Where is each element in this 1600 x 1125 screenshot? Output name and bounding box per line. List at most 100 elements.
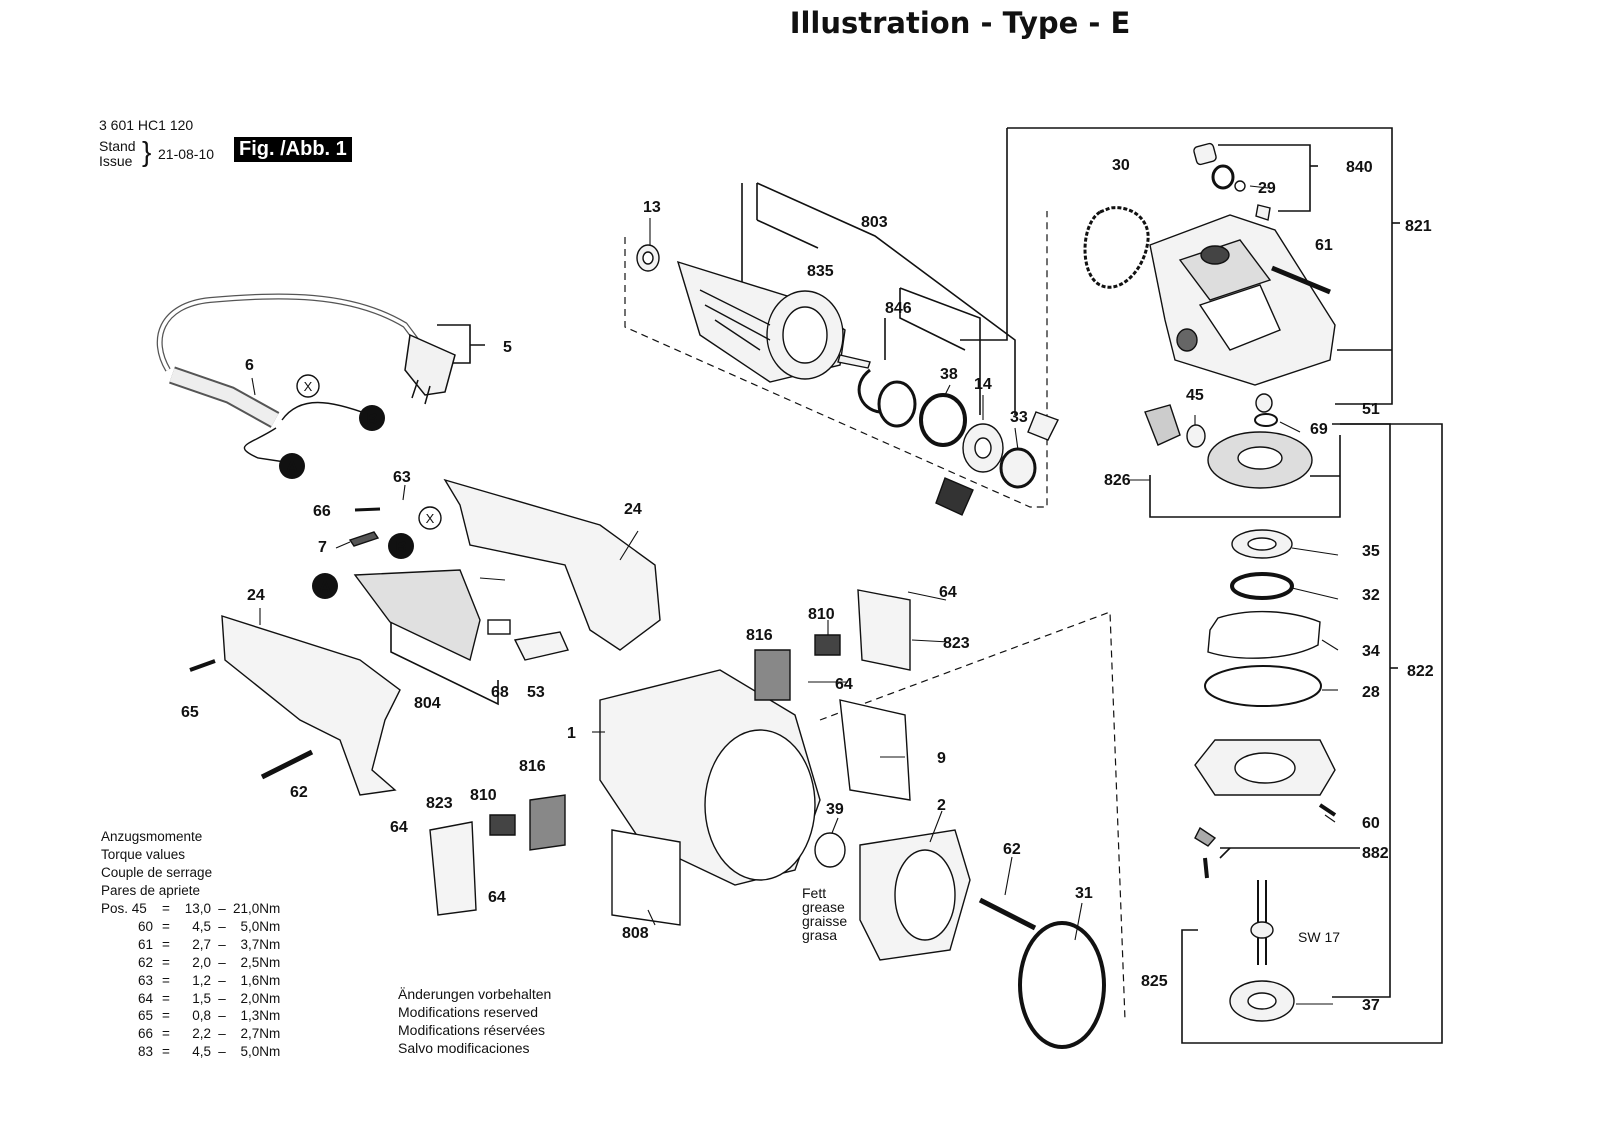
part-label-2: 2 xyxy=(937,797,946,814)
brush-810 xyxy=(814,634,841,656)
part-label-30: 30 xyxy=(1112,157,1130,174)
part-label-803: 803 xyxy=(861,214,888,231)
clip-7 xyxy=(348,531,380,547)
model-number: 3 601 HC1 120 xyxy=(99,117,194,133)
spring-34 xyxy=(1207,610,1321,659)
grease-label-fr: graisse xyxy=(802,913,847,929)
part-label-34: 34 xyxy=(1362,643,1380,660)
grease-label-de: Fett xyxy=(802,885,826,901)
switch-assembly xyxy=(353,569,481,661)
part-label-38: 38 xyxy=(940,366,958,383)
brush-810-lower xyxy=(489,814,516,836)
sleeve-33 xyxy=(1027,411,1059,441)
part-label-53: 53 xyxy=(527,684,545,701)
part-label-882: 882 xyxy=(1362,845,1389,862)
part-label-13: 13 xyxy=(643,199,661,216)
modifications-en: Modifications reserved xyxy=(398,1003,539,1020)
ring-39 xyxy=(814,832,846,868)
part-label-35: 35 xyxy=(1362,543,1380,560)
screw-66 xyxy=(354,507,381,512)
nut-51 xyxy=(1255,393,1273,413)
part-label-14: 14 xyxy=(974,376,992,393)
part-label-37: 37 xyxy=(1362,997,1380,1014)
part-label-69: 69 xyxy=(1310,421,1328,438)
part-label-45: 45 xyxy=(1186,387,1204,404)
part-label-804: 804 xyxy=(414,695,441,712)
part-label-62-right: 62 xyxy=(1003,841,1021,858)
modifications-de: Änderungen vorbehalten xyxy=(398,986,552,1002)
part-label-6: 6 xyxy=(245,357,254,374)
marker-a-lower-icon: A xyxy=(312,573,338,599)
ring-69 xyxy=(1254,413,1278,427)
grease-label-es: grasa xyxy=(802,927,837,943)
washer-846 xyxy=(877,380,917,428)
modifications-es: Salvo modificaciones xyxy=(398,1039,530,1056)
screw-65 xyxy=(189,659,216,672)
part-label-825: 825 xyxy=(1141,973,1168,990)
part-label-60: 60 xyxy=(1362,815,1380,832)
part-label-808: 808 xyxy=(622,925,649,942)
torque-row: 65 = 0,8 – 1,3Nm xyxy=(137,1008,281,1024)
part-label-822: 822 xyxy=(1407,663,1434,680)
lever-882 xyxy=(1194,826,1217,847)
part-label-5: 5 xyxy=(503,339,512,356)
marker-b-upper-icon: B xyxy=(359,405,385,431)
part-53 xyxy=(513,631,569,661)
cover-823-right xyxy=(857,589,911,671)
torque-heading-en: Torque values xyxy=(101,846,186,862)
part-label-821: 821 xyxy=(1405,218,1432,235)
screw-62-right xyxy=(978,897,1037,931)
part-label-810-right: 810 xyxy=(808,606,835,623)
marker-b-lower: B xyxy=(395,539,407,556)
issue-label: Issue xyxy=(99,153,133,169)
part-label-816-left: 816 xyxy=(519,758,546,775)
part-label-1: 1 xyxy=(567,725,576,742)
part-label-33: 33 xyxy=(1010,409,1028,426)
bracket-804 xyxy=(390,622,499,706)
bearing-33 xyxy=(999,447,1037,489)
marker-b: B xyxy=(366,411,378,428)
part-label-39: 39 xyxy=(826,801,844,818)
housing-dashed-outline xyxy=(819,611,1126,1021)
plug xyxy=(404,333,456,405)
part-label-28: 28 xyxy=(1362,684,1380,701)
screw-61 xyxy=(1271,265,1331,295)
header-brace: } xyxy=(142,136,152,167)
part-label-64-mid: 64 xyxy=(835,676,853,693)
nut-840 xyxy=(1193,142,1217,166)
part-label-64-top: 64 xyxy=(939,584,957,601)
marker-b-lower-icon: B xyxy=(388,533,414,559)
brush-holder-816 xyxy=(754,649,791,701)
seal-32 xyxy=(1230,572,1294,600)
torque-heading-es: Pares de apriete xyxy=(101,882,201,898)
torque-row: 62 = 2,0 – 2,5Nm xyxy=(137,954,281,970)
marker-x-lower: X xyxy=(426,511,435,526)
label-808 xyxy=(611,829,681,926)
part-label-24-right: 24 xyxy=(624,501,642,518)
handle-half-24-left xyxy=(221,615,401,796)
part-label-816-right: 816 xyxy=(746,627,773,644)
ring-28 xyxy=(1204,665,1322,707)
handle-half-24-right xyxy=(443,478,661,651)
torque-table: Pos. 45 = 13,0 – 21,0Nm 60 = 4,5 – 5,0Nm… xyxy=(101,900,280,1061)
torque-row: 61 = 2,7 – 3,7Nm xyxy=(137,936,281,952)
cover-823-left xyxy=(429,821,477,916)
part-label-61: 61 xyxy=(1315,237,1333,254)
part-label-840: 840 xyxy=(1346,159,1373,176)
part-label-9: 9 xyxy=(937,750,946,767)
torque-row: 66 = 2,2 – 2,7Nm xyxy=(137,1026,281,1042)
armature-dashed-outline xyxy=(624,211,1048,508)
torque-heading-de: Anzugsmomente xyxy=(101,829,203,844)
part-label-7: 7 xyxy=(318,539,327,556)
part-label-24-left: 24 xyxy=(247,587,265,604)
bracket-840 xyxy=(1218,144,1311,212)
part-label-64-left: 64 xyxy=(390,819,408,836)
torque-row: 83 = 4,5 – 5,0Nm xyxy=(137,1044,281,1060)
figure-tag: Fig. /Abb. 1 xyxy=(234,137,352,162)
part-68 xyxy=(487,619,511,635)
bracket-821 xyxy=(1007,127,1393,405)
bearing-45 xyxy=(1186,424,1206,448)
marker-x: X xyxy=(304,379,313,394)
part-label-823-right: 823 xyxy=(943,635,970,652)
